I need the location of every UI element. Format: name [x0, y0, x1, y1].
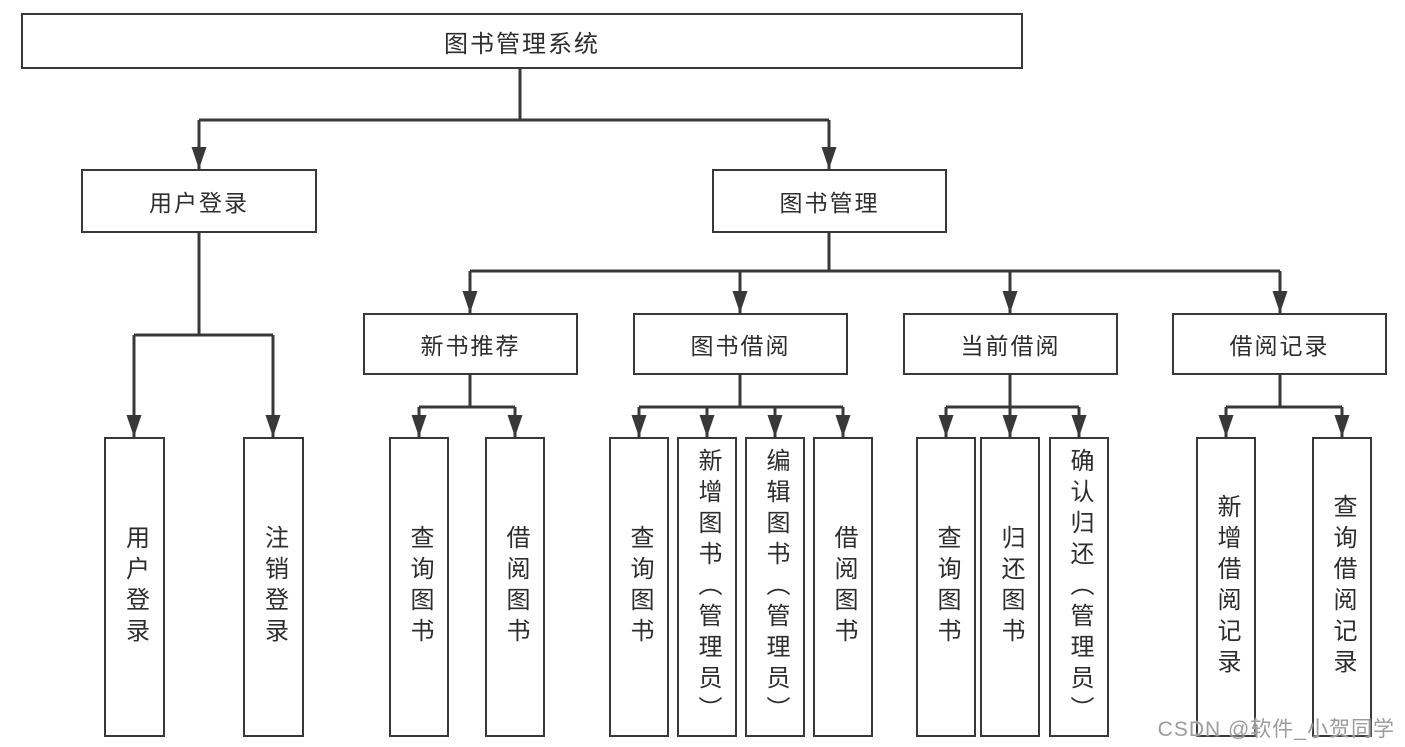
node-borrow-records: 借阅记录: [1172, 313, 1387, 375]
node-user-login: 用户登录: [81, 169, 317, 233]
leaf-nbr-query-books: 查询图书: [389, 437, 449, 737]
node-book-mgmt-label: 图书管理: [779, 190, 880, 216]
leaf-bb-add-books-admin-label: 新增图书（管理员）: [694, 447, 721, 727]
leaf-bb-edit-books-admin: 编辑图书（管理员）: [745, 437, 805, 737]
leaf-nbr-query-books-label: 查询图书: [406, 525, 433, 649]
leaf-cb-confirm-return-admin: 确认归还（管理员）: [1049, 437, 1109, 737]
leaf-cb-return-books: 归还图书: [980, 437, 1040, 737]
node-new-book-rec-label: 新书推荐: [420, 333, 521, 359]
leaf-cb-query-books-label: 查询图书: [933, 525, 960, 649]
leaf-cb-confirm-return-admin-label: 确认归还（管理员）: [1066, 447, 1093, 727]
node-new-book-rec: 新书推荐: [363, 313, 578, 375]
leaf-bb-query-books: 查询图书: [609, 437, 669, 737]
watermark: CSDN @软件_小贺同学: [1157, 718, 1395, 741]
leaf-br-add-record-label: 新增借阅记录: [1213, 494, 1240, 680]
leaf-user-login-label: 用户登录: [121, 525, 149, 649]
leaf-br-add-record: 新增借阅记录: [1196, 437, 1256, 737]
node-book-mgmt: 图书管理: [712, 169, 947, 233]
node-root-label: 图书管理系统: [444, 30, 600, 58]
leaf-bb-edit-books-admin-label: 编辑图书（管理员）: [762, 447, 789, 727]
node-current-borrow-label: 当前借阅: [960, 333, 1061, 359]
leaf-bb-add-books-admin: 新增图书（管理员）: [677, 437, 737, 737]
leaf-bb-query-books-label: 查询图书: [626, 525, 653, 649]
node-root: 图书管理系统: [21, 13, 1023, 69]
node-user-login-label: 用户登录: [149, 190, 249, 216]
leaf-br-query-record: 查询借阅记录: [1312, 437, 1372, 737]
leaf-bb-borrow-books-label: 借阅图书: [830, 525, 857, 649]
leaf-br-query-record-label: 查询借阅记录: [1329, 494, 1356, 680]
leaf-bb-borrow-books: 借阅图书: [813, 437, 873, 737]
node-borrow-records-label: 借阅记录: [1229, 333, 1330, 359]
leaf-logout: 注销登录: [243, 437, 304, 737]
leaf-nbr-borrow-books: 借阅图书: [485, 437, 545, 737]
leaf-cb-return-books-label: 归还图书: [997, 525, 1024, 649]
leaf-logout-label: 注销登录: [260, 525, 288, 649]
node-book-borrow: 图书借阅: [633, 313, 848, 375]
leaf-user-login: 用户登录: [104, 437, 165, 737]
node-book-borrow-label: 图书借阅: [690, 333, 791, 359]
leaf-cb-query-books: 查询图书: [916, 437, 976, 737]
leaf-nbr-borrow-books-label: 借阅图书: [502, 525, 529, 649]
node-current-borrow: 当前借阅: [903, 313, 1118, 375]
